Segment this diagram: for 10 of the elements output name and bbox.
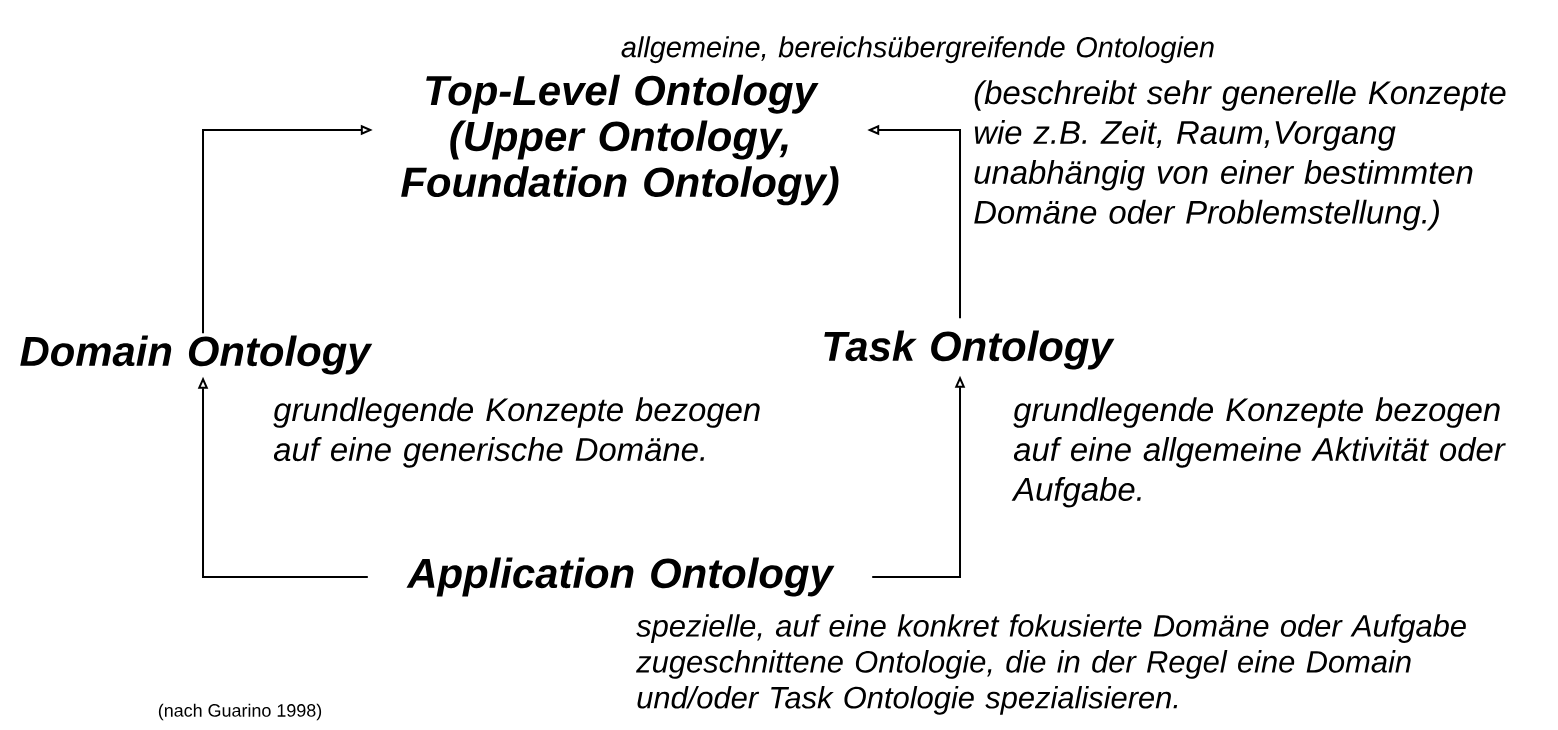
citation-text: (nach Guarino 1998) (158, 703, 322, 721)
description-text: allgemeine, bereichsübergreifende Ontologien (621, 36, 1214, 64)
description-text: spezielle, auf eine konkret fokusierte Domäne oder Aufgabe zugeschnittene Ontologie, die in der Regel eine Domain und/oder Task Ontologie spezialisieren. (636, 614, 1466, 715)
ontology-heading: Application Ontology (406, 557, 835, 597)
ontology-heading: Task Ontology (824, 330, 1115, 370)
ontology-heading: Top-Level Ontology (Upper Ontology, Foundation Ontology) (401, 74, 839, 206)
description-text: (beschreibt sehr generelle Konzepte wie z.B. Zeit, Raum,Vorgang unabhängig von einer bestimmten Domäne oder Problemstellung.) (974, 80, 1506, 231)
description-text: grundlegende Konzepte bezogen auf eine allgemeine Aktivität oder Aufgabe. (1011, 397, 1506, 508)
description-text: grundlegende Konzepte bezogen auf eine generische Domäne. (273, 397, 760, 468)
ontology-heading: Domain Ontology (20, 335, 373, 375)
